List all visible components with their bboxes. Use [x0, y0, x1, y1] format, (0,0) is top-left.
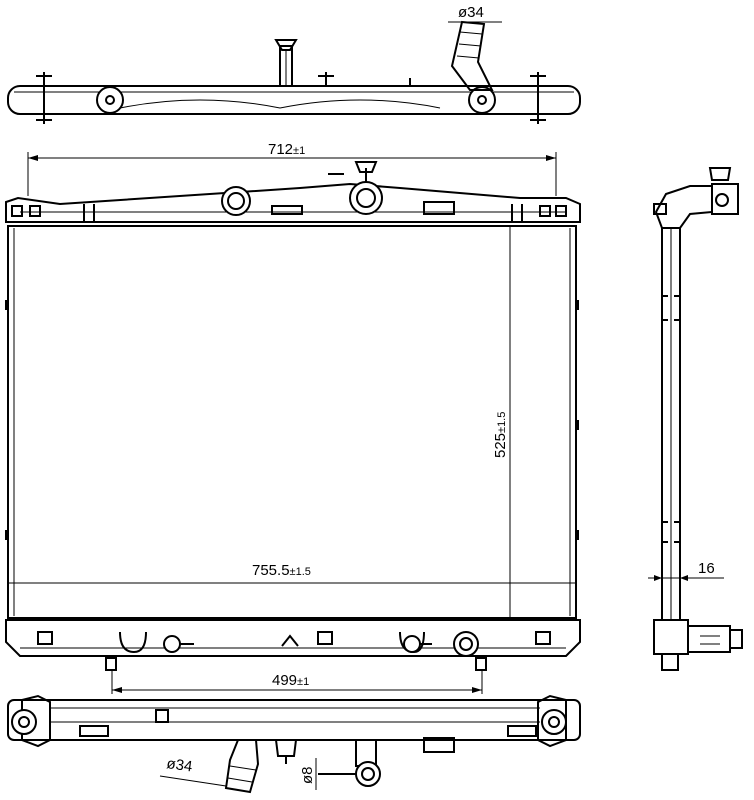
filler-cap [328, 161, 383, 215]
svg-text:525±1.5: 525±1.5 [492, 412, 509, 458]
width-dimension: 712±1 [27, 141, 557, 196]
svg-text:755.5±1.5: 755.5±1.5 [252, 562, 311, 579]
mount-grommet [541, 709, 567, 735]
mount-grommet [468, 86, 496, 114]
mount-spacing-tolerance: ±1 [297, 676, 309, 688]
thickness-dimension: 16 [648, 560, 724, 581]
top-inlet-pipe [450, 20, 494, 91]
svg-text:712±1: 712±1 [268, 141, 305, 158]
svg-text:499±1: 499±1 [272, 672, 309, 689]
mount-spacing-value: 499 [272, 672, 297, 689]
height-dimension: 525±1.5 [492, 412, 509, 458]
height-value: 525 [492, 433, 509, 458]
side-view [653, 167, 743, 671]
bottom-diameter-label: ø34 [165, 755, 193, 775]
drain-plug [163, 635, 181, 653]
outlet-port [453, 631, 479, 657]
total-width-tolerance: ±1.5 [290, 566, 311, 578]
inlet-port [221, 186, 251, 216]
bottom-view: ø34 ø8 [7, 694, 581, 794]
total-width-value: 755.5 [252, 562, 290, 579]
mount-pin [475, 657, 487, 671]
top-diameter-label: ø34 [458, 4, 484, 21]
width-tolerance: ±1 [293, 145, 305, 157]
mount-pin [105, 657, 117, 671]
thickness-value: 16 [698, 560, 715, 577]
drain-plug [403, 635, 421, 653]
top-clip [36, 72, 546, 124]
mount-grommet [11, 709, 37, 735]
front-view [5, 161, 581, 671]
radiator-core [7, 225, 577, 619]
bottom-drain [315, 739, 381, 790]
mount-spacing-dimension: 499±1 [111, 670, 483, 694]
width-value: 712 [268, 141, 293, 158]
center-bracket [274, 39, 298, 87]
total-width-dimension: 755.5±1.5 [252, 562, 311, 579]
height-tolerance: ±1.5 [496, 412, 508, 433]
drain-diameter-label: ø8 [299, 766, 316, 784]
top-view: ø34 [7, 4, 581, 124]
mount-grommet [96, 86, 124, 114]
bottom-outlet-pipe [224, 739, 260, 794]
